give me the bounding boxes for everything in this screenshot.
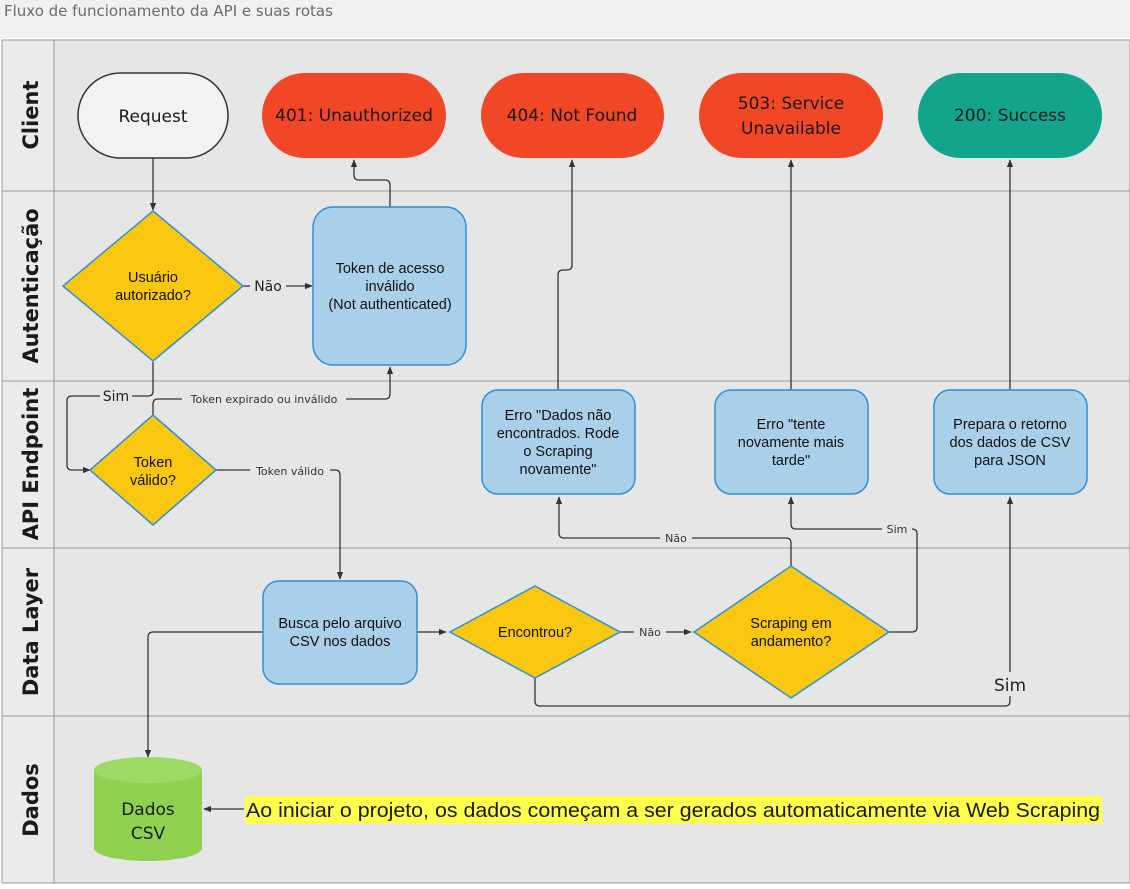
edge-label-nao-scraping: Não [665,532,687,545]
unauthorized-label: 401: Unauthorized [275,106,433,126]
invalid-token-line-1: Token de acesso [336,261,445,277]
error-not-found-line-3: o Scraping [523,444,592,460]
not-found-label: 404: Not Found [507,106,638,126]
unavailable-node: 503: Service Unavailable [699,73,883,158]
lane-title-data-layer: Data Layer [19,567,43,696]
error-retry-line-1: Erro "tente [757,417,826,433]
error-retry-node: Erro "tente novamente mais tarde" [714,389,869,495]
request-label: Request [118,107,187,127]
scraping-decision: Scraping em andamento? [692,565,891,699]
lane-title-api-endpoint: API Endpoint [19,388,43,541]
lane-title-dados: Dados [19,763,43,837]
prepare-return-line-1: Prepara o retorno [953,417,1067,433]
prepare-return-line-3: para JSON [974,453,1046,469]
error-not-found-line-2: encontrados. Rode [497,426,620,442]
csv-data-cylinder: Dados CSV [94,757,202,861]
error-not-found-line-1: Erro "Dados não [505,408,612,424]
unavailable-label-line-1: 503: Service [738,94,844,114]
success-node: 200: Success [918,73,1102,158]
error-not-found-line-4: novamente" [520,462,597,478]
error-retry-line-2: novamente mais [738,435,844,451]
edge-invalid-to-401 [350,159,391,207]
lane-title-client: Client [19,80,43,149]
unauthorized-node: 401: Unauthorized [262,73,446,158]
note: Ao iniciar o projeto, os dados começam a… [245,796,1102,824]
scraping-line-1: Scraping em [750,616,831,632]
search-csv-node: Busca pelo arquivo CSV nos dados [262,580,418,685]
edge-label-sim-scraping: Sim [887,523,908,536]
edge-labels: Não Sim Token expirado ou inválido Token… [100,277,1034,696]
csv-data-line-2: CSV [131,824,166,844]
not-found-node: 404: Not Found [481,73,664,158]
search-csv-line-1: Busca pelo arquivo [278,616,401,632]
edge-search-to-csv [144,631,263,758]
flowchart-diagram: Client Autenticação API Endpoint Data La… [1,39,1130,884]
invalid-token-line-2: inválido [365,279,414,295]
user-authorized-decision: Usuário autorizado? [61,210,245,362]
edge-auth-sim [66,362,154,474]
edge-label-token-valid: Token válido [255,465,324,478]
edge-found-sim [534,496,1014,707]
invalid-token-node: Token de acesso inválido (Not authentica… [312,206,467,366]
csv-data-line-1: Dados [121,800,175,820]
token-valid-line-2: válido? [130,473,176,489]
flowchart-board: Client Autenticação API Endpoint Data La… [0,38,1130,884]
unavailable-label-line-2: Unavailable [741,119,841,139]
found-decision: Encontrou? [448,585,622,679]
edge-label-nao-found: Não [639,626,661,639]
request-node: Request [77,72,229,159]
found-label: Encontrou? [498,625,572,641]
edge-scraping-sim [787,496,918,633]
error-retry-line-3: tarde" [772,453,810,469]
title-bar: Fluxo de funcionamento da API e suas rot… [0,0,1130,38]
edge-label-nao-auth: Não [254,279,282,295]
user-authorized-line-1: Usuário [128,270,178,286]
scraping-line-2: andamento? [751,634,832,650]
user-authorized-line-2: autorizado? [115,288,191,304]
lane-title-autenticacao: Autenticação [19,208,43,363]
edge-error-to-404 [557,159,576,390]
edge-label-sim-found: Sim [994,676,1026,696]
token-valid-decision: Token válido? [88,414,218,526]
success-label: 200: Success [954,106,1066,126]
edge-label-sim-auth: Sim [103,389,129,405]
edge-label-token-expired: Token expirado ou inválido [190,393,338,406]
note-text: Ao iniciar o projeto, os dados começam a… [246,800,1100,822]
prepare-return-line-2: dos dados de CSV [950,435,1071,451]
prepare-return-node: Prepara o retorno dos dados de CSV para … [933,389,1088,495]
error-not-found-node: Erro "Dados não encontrados. Rode o Scra… [481,389,636,495]
token-valid-line-1: Token [134,455,173,471]
page-title: Fluxo de funcionamento da API e suas rot… [4,2,333,20]
search-csv-line-2: CSV nos dados [290,634,391,650]
edge-token-valid [216,469,344,580]
invalid-token-line-3: (Not authenticated) [328,297,451,313]
